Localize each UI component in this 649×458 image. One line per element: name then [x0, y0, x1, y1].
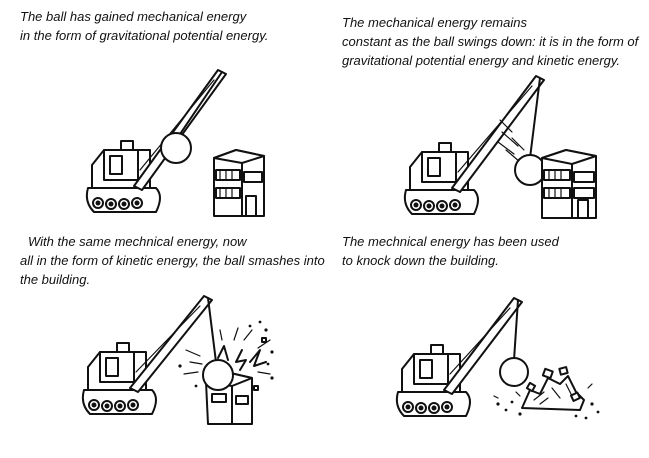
caption-line: With the same mechnical energy, now: [28, 234, 247, 249]
caption-impact: With the same mechnical energy, now all …: [20, 232, 325, 289]
caption-line: constant as the ball swings down: it is …: [342, 34, 639, 49]
caption-line: to knock down the building.: [342, 253, 499, 268]
crane: [85, 69, 227, 213]
building-intact: [213, 149, 265, 217]
caption-line: all in the form of kinetic energy, the b…: [20, 253, 325, 268]
caption-demolished: The mechnical energy has been used to kn…: [342, 232, 559, 270]
caption-raised: The ball has gained mechanical energy in…: [20, 7, 268, 45]
caption-line: the building.: [20, 272, 91, 287]
caption-line: The mechanical energy remains: [342, 15, 527, 30]
caption-line: The ball has gained mechanical energy: [20, 9, 247, 24]
caption-swinging: The mechanical energy remains constant a…: [342, 13, 638, 70]
wrecking-ball: [499, 357, 529, 387]
debris-burst: [178, 320, 274, 391]
caption-line: gravitational potential energy and kinet…: [342, 53, 620, 68]
crane: [403, 75, 545, 215]
wrecking-ball: [160, 132, 192, 164]
building-intact: [541, 149, 597, 219]
caption-line: The mechnical energy has been used: [342, 234, 559, 249]
caption-line: in the form of gravitational potential e…: [20, 28, 269, 43]
crane: [81, 295, 217, 415]
crane: [395, 297, 523, 417]
wrecking-ball: [202, 359, 234, 391]
rubble-pile: [493, 366, 600, 420]
